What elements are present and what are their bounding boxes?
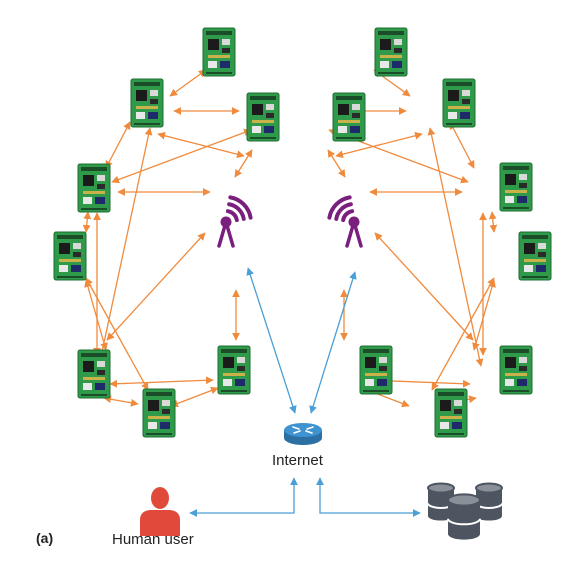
sensor-board-icon: [246, 92, 280, 142]
sensor-board-icon: [53, 231, 87, 281]
sensor-board-icon: [374, 27, 408, 77]
connection-arrow: [327, 149, 346, 178]
connection-arrow: [170, 386, 219, 408]
router-icon: [284, 423, 322, 445]
connection-arrow: [103, 395, 139, 407]
database-icon: [447, 493, 481, 540]
connection-arrow: [234, 149, 253, 178]
sensor-board-icon: [434, 388, 468, 438]
connection-arrow: [488, 211, 498, 233]
human-user-label: Human user: [112, 531, 194, 548]
database-link-arrow: [316, 477, 421, 517]
connection-arrow: [431, 277, 495, 391]
sensor-board-icon: [499, 345, 533, 395]
sensor-board-icon: [442, 78, 476, 128]
connection-arrow: [449, 121, 475, 169]
sensor-board-icon: [499, 162, 533, 212]
sensor-board-icon: [142, 388, 176, 438]
connection-arrow: [111, 128, 252, 184]
sensor-board-icon: [217, 345, 251, 395]
wireless-antenna-icon: [327, 195, 363, 248]
connection-arrow: [109, 376, 214, 388]
connection-arrow: [169, 69, 207, 97]
panel-label: (a): [36, 530, 54, 546]
connection-arrow: [472, 279, 496, 351]
uplink-arrow: [246, 267, 297, 414]
user-link-arrow: [189, 477, 298, 517]
sensor-board-icon: [130, 78, 164, 128]
sensor-board-icon: [202, 27, 236, 77]
sensor-board-icon: [332, 92, 366, 142]
uplink-arrow: [309, 271, 357, 414]
connection-arrow: [106, 232, 206, 341]
person-icon: [140, 487, 180, 536]
wireless-antenna-icon: [217, 195, 253, 248]
sensor-board-icon: [359, 345, 393, 395]
connection-arrow: [427, 127, 484, 367]
internet-label: Internet: [272, 452, 323, 469]
sensor-board-icon: [77, 349, 111, 399]
sensor-board-icon: [77, 163, 111, 213]
connection-arrow: [374, 232, 474, 341]
connection-arrow: [105, 121, 131, 169]
database-icon: [475, 482, 503, 521]
connection-arrow: [82, 211, 92, 233]
sensor-board-icon: [518, 231, 552, 281]
connection-arrow: [84, 279, 108, 351]
